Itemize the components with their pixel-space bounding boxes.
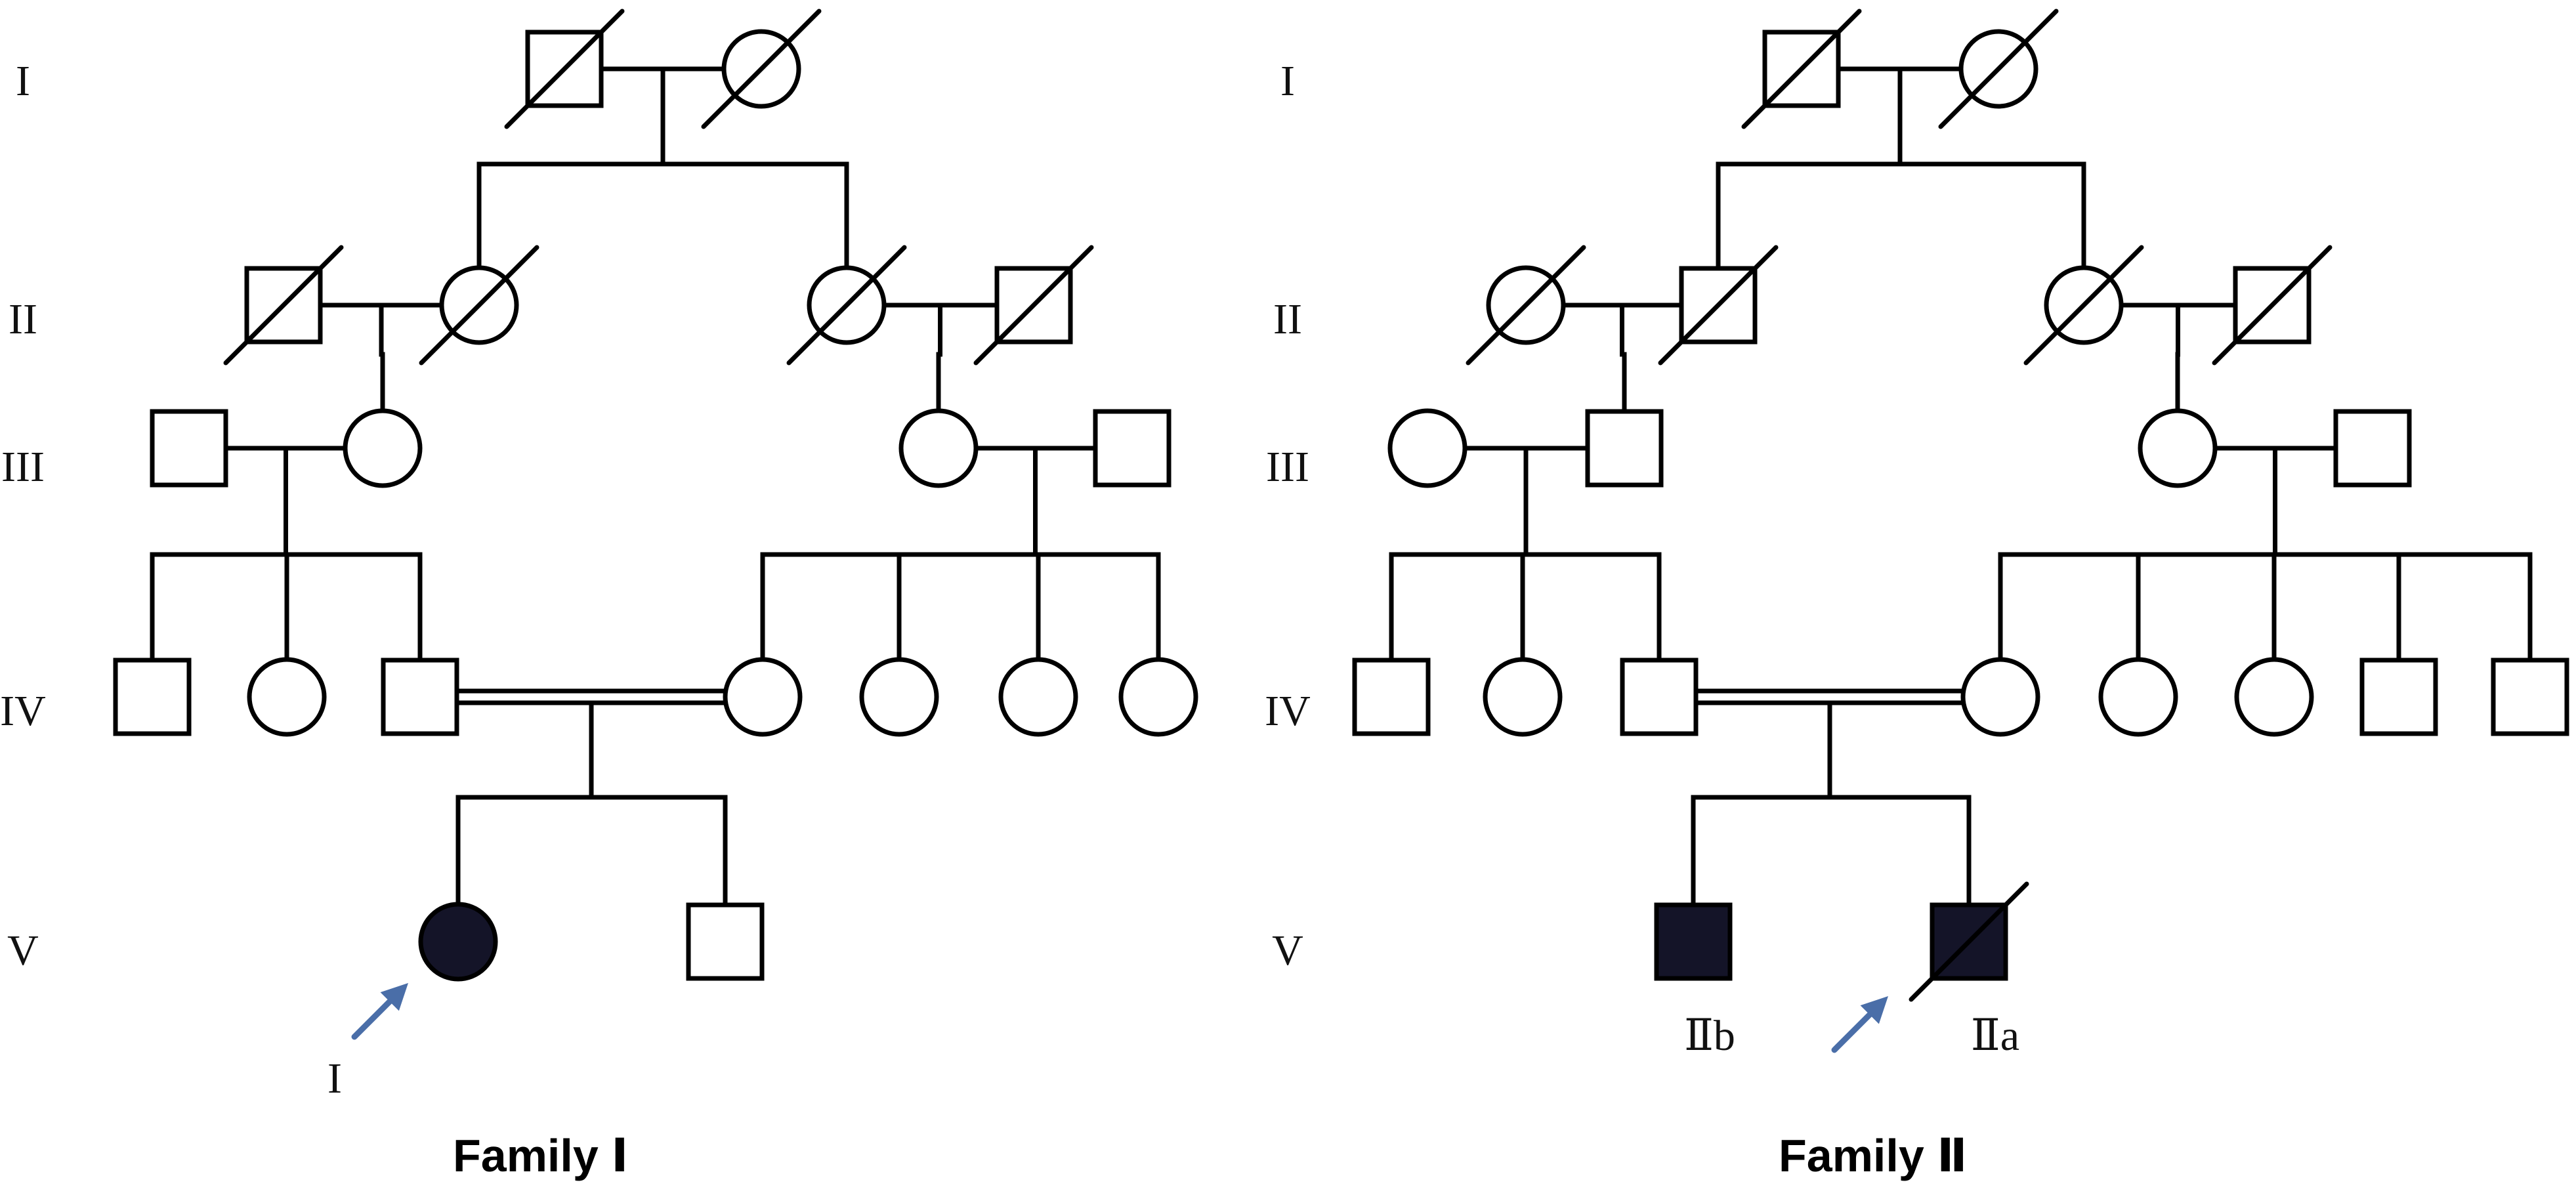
proband-arrows [351,983,1888,1053]
deceased-slash [419,245,539,366]
proband-arrowhead [380,983,408,1011]
deceased-slash [1658,245,1779,366]
deceased-slash [2023,245,2144,366]
family-2-gen-label-1: I [1280,57,1295,105]
female-affected-symbol [418,902,498,982]
family-1-caption: Family Ⅰ [453,1130,628,1181]
female-symbol [1960,657,2040,737]
deceased-slash [504,9,625,129]
family-2-caption: Family Ⅱ [1779,1130,1967,1181]
female-symbol [2234,657,2314,737]
family-2-V-2-label: Ⅱa [1971,1012,2019,1060]
family-1-gen-label-4: IV [0,687,46,735]
male-symbol [1585,409,1664,488]
family-2-gen-label-2: II [1273,295,1302,343]
female-symbol [1387,408,1467,488]
female-symbol [2098,657,2178,737]
male-symbol [2333,409,2412,488]
male-symbol [1352,658,1431,736]
male-affected-symbol [1654,902,1733,981]
female-symbol [998,657,1078,737]
male-symbol [686,902,765,981]
male-symbol [113,658,192,736]
family-2-V-1-label: Ⅱb [1684,1012,1735,1060]
deceased-slash [223,245,344,366]
female-symbol [247,657,327,737]
family-1-gen-label-3: III [1,443,45,491]
family-1-gen-label-5: V [7,927,39,974]
family-1-gen-label-2: II [9,295,37,343]
female-symbol [723,657,803,737]
deceased-slash [1938,9,2059,129]
male-symbol [2359,658,2438,736]
male-symbol [1093,409,1172,488]
male-symbol [2491,658,2569,736]
family-1-proband-label: I [327,1055,342,1102]
female-symbol [898,408,979,488]
female-symbol [1483,657,1563,737]
deceased-slash [786,245,907,366]
female-symbol [859,657,939,737]
family-2-gen-label-5: V [1272,927,1303,974]
female-symbol [343,408,423,488]
connector-lines [150,66,2533,908]
male-symbol [150,409,228,488]
deceased-slash [1466,245,1586,366]
male-symbol [381,658,459,736]
deceased-slash [1909,881,2029,1002]
deceased-slash [701,9,822,129]
family-2-gen-label-3: III [1266,443,1309,491]
deceased-slash [2212,245,2333,366]
pedigree-symbols [113,9,2569,1002]
female-symbol [1118,657,1198,737]
family-2-gen-label-4: IV [1265,687,1311,735]
deceased-slash [1741,9,1862,129]
proband-arrowhead [1860,996,1888,1024]
female-symbol [2138,408,2218,488]
male-symbol [1620,658,1699,736]
deceased-slash [973,245,1094,366]
family-1-gen-label-1: I [16,57,30,105]
